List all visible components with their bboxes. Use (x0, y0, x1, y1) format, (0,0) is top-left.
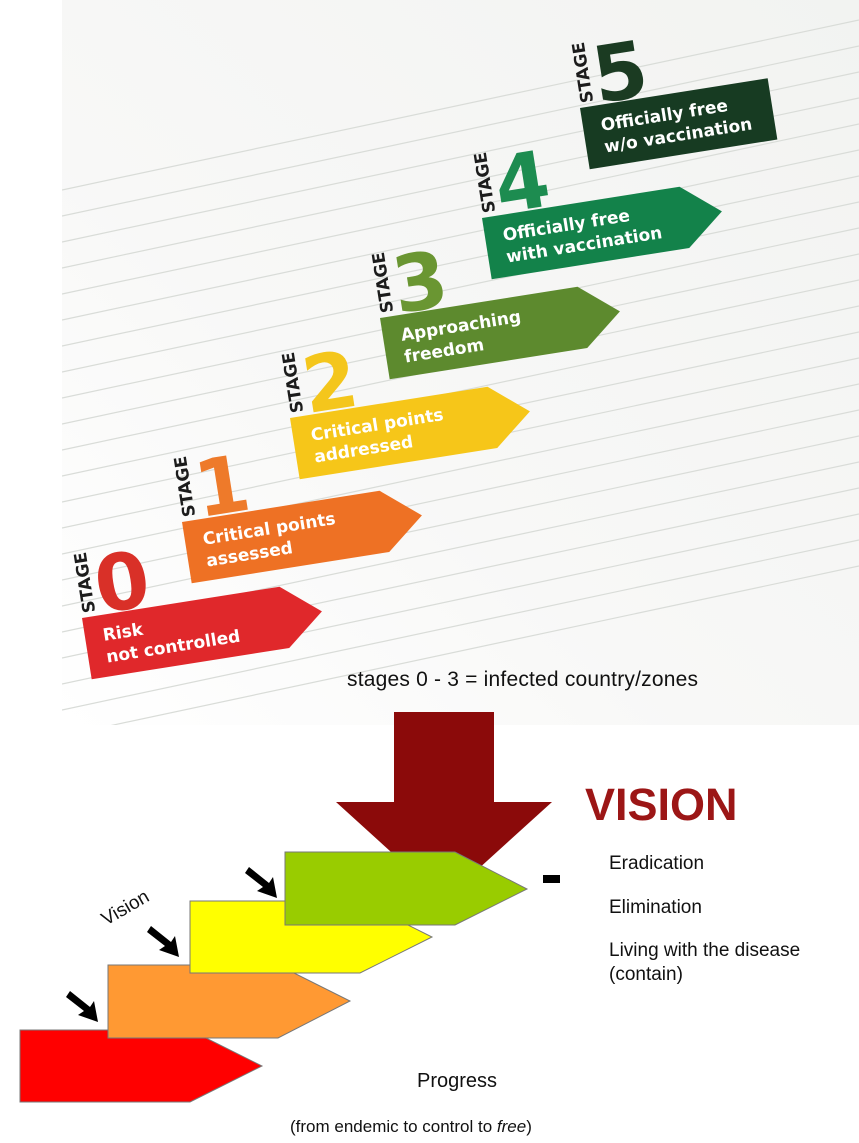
progress-staircase (19, 851, 560, 1103)
stage-5-arrow (580, 78, 778, 170)
outcome-arrow-icon (543, 875, 560, 883)
stages-note: stages 0 - 3 = infected country/zones (347, 668, 699, 691)
outcome-living-with-disease: Living with the disease (609, 940, 801, 961)
background-line (62, 45, 859, 217)
pointer-icon (245, 867, 277, 898)
background-line (62, 175, 859, 347)
background-line (62, 539, 859, 711)
stage-2-arrow (290, 386, 530, 480)
background-line (110, 565, 859, 725)
stage-1-arrow (182, 490, 422, 584)
pointer-icon (66, 991, 98, 1022)
stage-0-arrow (82, 586, 322, 680)
progress-note-end: ) (526, 1117, 532, 1136)
progress-step-red (19, 1029, 264, 1103)
progress-pointer-icons (66, 867, 277, 1022)
progress-step-orange (107, 964, 352, 1039)
down-arrow-icon (336, 712, 552, 900)
stage-4-arrow (482, 186, 722, 280)
outcome-eradication: Eradication (609, 853, 705, 874)
pointer-icon (147, 926, 179, 957)
background-line (62, 201, 859, 373)
vision-title: VISION (585, 779, 738, 830)
outcome-elimination: Elimination (609, 897, 702, 918)
outcome-contain: (contain) (609, 964, 683, 985)
progress-note: (from endemic to control to free) (290, 1117, 532, 1137)
background-line (62, 149, 859, 321)
background-line (62, 123, 859, 295)
progress-label: Progress (417, 1070, 498, 1092)
progress-step-green (284, 851, 529, 926)
progress-note-start: (from endemic to control to (290, 1117, 497, 1136)
stage-3-arrow (380, 286, 620, 380)
background-line (62, 19, 859, 191)
progress-note-emphasis: free (496, 1117, 527, 1136)
